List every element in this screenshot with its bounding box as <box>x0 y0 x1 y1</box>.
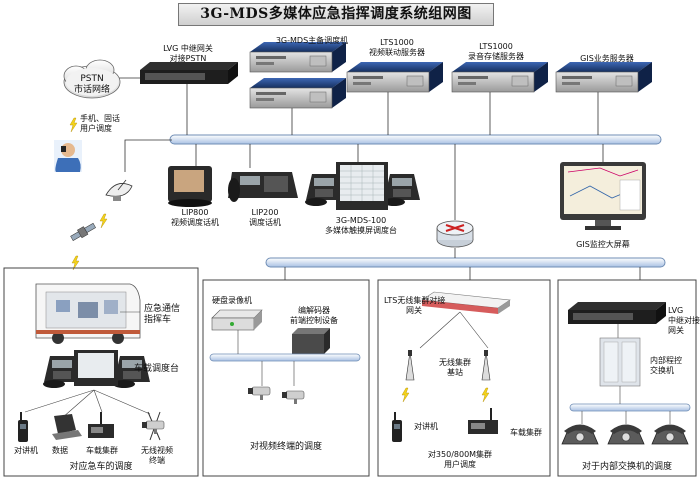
panel-pbx-caption: 对于内部交换机的调度 <box>581 462 672 472</box>
lightning-2 <box>99 213 108 229</box>
vehicle-trunk2-label: 车载集群 <box>510 428 542 437</box>
lightning-4 <box>401 387 410 403</box>
wireless-video-label: 无线视频终端 <box>141 446 173 465</box>
codec-label: 编解码器前端控制设备 <box>290 306 338 325</box>
lip200-phone <box>228 172 298 202</box>
internal-pbx-label: 内部程控交换机 <box>650 356 682 375</box>
satellite <box>70 222 96 241</box>
video-bus <box>209 353 361 362</box>
router <box>436 220 474 248</box>
wireless-bs-label: 无线集群基站 <box>439 358 471 377</box>
base-station-right <box>481 350 491 381</box>
command-vehicle <box>35 283 141 344</box>
main-bus <box>169 134 662 145</box>
lower-bus <box>265 257 666 268</box>
laptop-icon <box>52 414 82 440</box>
walkie-label: 对讲机 <box>14 446 38 455</box>
panel-video-caption: 对视频终端的调度 <box>249 442 322 452</box>
phone-2 <box>607 424 645 445</box>
lvg-gateway-device <box>140 62 238 84</box>
lts-video-server <box>346 61 444 93</box>
lightning-5 <box>481 387 490 403</box>
lts-wireless-gateway <box>421 291 511 314</box>
emergency-vehicle-label: 应急通信指挥车 <box>144 304 181 325</box>
phone-3 <box>651 424 689 445</box>
phone-1 <box>561 424 599 445</box>
wireless-video-terminal <box>141 411 165 441</box>
lip800-phone <box>168 166 212 207</box>
pbx-cabinet <box>599 337 641 387</box>
gis-server-label: GIS业务服务器 <box>580 54 634 63</box>
hdd-recorder <box>211 309 263 331</box>
panel-trunk <box>377 279 551 477</box>
lts-record-server <box>451 61 549 93</box>
base-station-left <box>405 350 415 381</box>
codec-device <box>292 328 330 354</box>
walkie-1 <box>18 412 28 442</box>
panel-pbx <box>557 279 697 477</box>
walkie-2 <box>392 412 402 442</box>
touch-console <box>305 162 420 210</box>
lvg-relay-device <box>568 302 666 324</box>
lvg-gateway-label: LVG 中继网关对接PSTN <box>163 44 213 63</box>
hdd-recorder-label: 硬盘录像机 <box>212 296 252 305</box>
panel-vehicle <box>3 267 199 477</box>
pbx-bus <box>569 403 691 412</box>
mobile-user-person <box>54 140 82 172</box>
camera-2 <box>281 390 305 405</box>
panel-trunk-caption: 对350/800M集群用户调度 <box>427 450 493 469</box>
walkie2-label: 对讲机 <box>414 422 438 431</box>
gis-server <box>555 61 653 93</box>
main-backup-label: 3G-MDS主备调度机 <box>275 36 349 45</box>
panel-video <box>202 279 370 477</box>
gis-monitor <box>560 162 646 230</box>
lts-wireless-label: LTS无线集群对接网关 <box>384 296 446 315</box>
vehicle-trunk-label: 车载集群 <box>86 446 118 455</box>
main-server-1 <box>249 41 347 73</box>
panel-vehicle-caption: 对应急车的调度 <box>69 462 133 472</box>
data-label: 数据 <box>52 446 68 455</box>
connector-lines <box>113 77 641 280</box>
vehicle-radio-2 <box>468 408 498 434</box>
page-title: 3G-MDS多媒体应急指挥调度系统组网图 <box>178 3 494 26</box>
vehicle-console <box>43 350 150 388</box>
pstn-cloud <box>63 59 121 99</box>
main-server-2 <box>249 77 347 109</box>
satellite-dish <box>105 179 133 201</box>
lightning-1 <box>69 117 78 133</box>
vehicle-links <box>24 389 151 419</box>
vehicle-console-label: 车载调度台 <box>134 364 180 374</box>
vehicle-radio <box>88 412 114 438</box>
camera-1 <box>247 386 271 401</box>
gis-screen-label: GIS监控大屏幕 <box>576 240 630 249</box>
mobile-users-label: 手机、固话用户调度 <box>80 114 120 133</box>
